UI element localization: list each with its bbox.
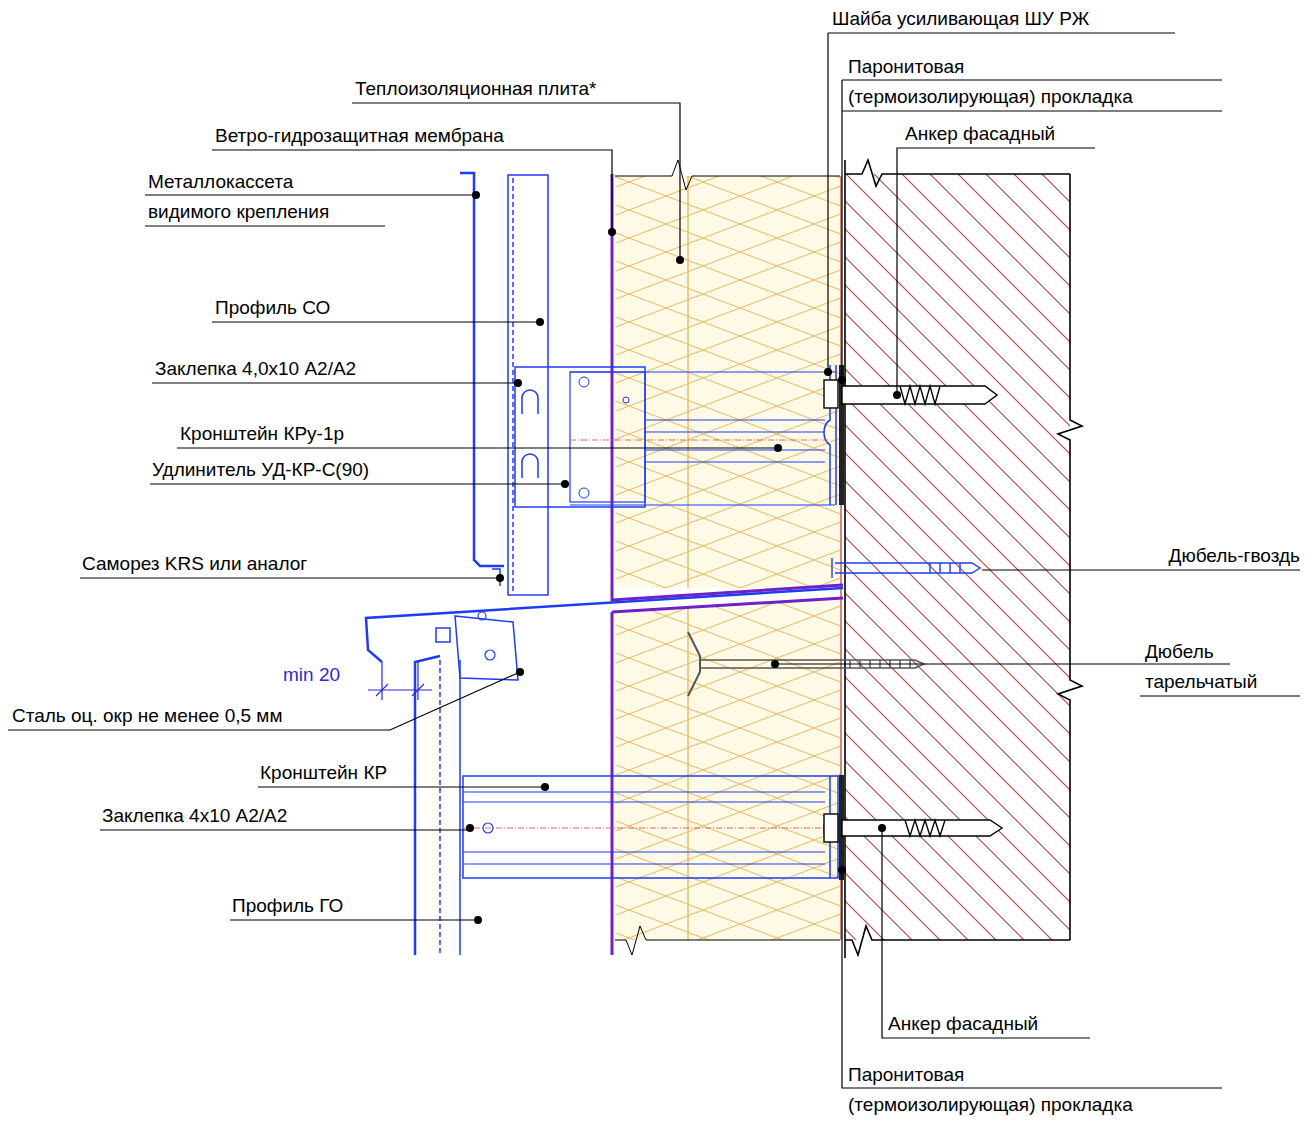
wall: [841, 160, 1082, 958]
callout-label: min 20: [283, 664, 340, 686]
dowel-nail: [832, 558, 980, 578]
callout-label: Теплоизоляционная плита*: [355, 78, 597, 100]
callout-label: Дюбель тарельчатый: [1145, 637, 1260, 697]
callout-label: Саморез KRS или аналог: [82, 553, 307, 575]
callout-label: Кронштейн КРу-1р: [180, 423, 344, 445]
leader-lines: [8, 33, 1300, 1088]
callout-label: Профиль СО: [215, 297, 330, 319]
insulation: [615, 160, 840, 955]
callout-label: Паронитовая (термоизолирующая) прокладка: [848, 1060, 1135, 1120]
callout-label: Заклепка 4,0х10 А2/А2: [155, 358, 356, 380]
callout-label: Металлокассета видимого крепления: [148, 167, 332, 227]
callout-label: Сталь оц. окр не менее 0,5 мм: [12, 705, 282, 727]
leader-dots: [466, 191, 901, 924]
callout-label: Паронитовая (термоизолирующая) прокладка: [848, 52, 1135, 112]
callout-label: Анкер фасадный: [905, 123, 1055, 145]
callout-label: Профиль ГО: [232, 895, 343, 917]
flashing: [366, 588, 843, 662]
anchor: [824, 814, 1002, 842]
lower-subframe: [415, 612, 838, 955]
membrane: [612, 174, 843, 600]
callout-label: Анкер фасадный: [888, 1013, 1038, 1035]
dimension: [368, 660, 432, 700]
callout-label: Заклепка 4х10 А2/А2: [102, 805, 287, 827]
callout-label: Кронштейн КР: [260, 762, 387, 784]
callout-label: Дюбель-гвоздь: [1169, 545, 1300, 567]
upper-subframe: [460, 173, 836, 595]
callout-label: Удлинитель УД-КР-С(90): [152, 459, 369, 481]
callout-label: Шайба усиливающая ШУ РЖ: [832, 8, 1089, 30]
anchor: [824, 380, 997, 408]
callout-label: Ветро-гидрозащитная мембрана: [215, 125, 504, 147]
